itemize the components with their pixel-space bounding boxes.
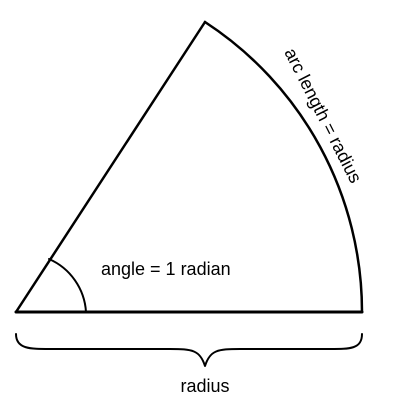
angle-marker-arc <box>48 258 87 313</box>
slanted-radius-line <box>14 20 207 314</box>
arc-length-label: arc length = radius <box>280 45 365 186</box>
radius-brace <box>15 333 363 367</box>
radius-label: radius <box>180 376 229 396</box>
sector-arc <box>203 20 364 314</box>
angle-label: angle = 1 radian <box>101 259 231 279</box>
